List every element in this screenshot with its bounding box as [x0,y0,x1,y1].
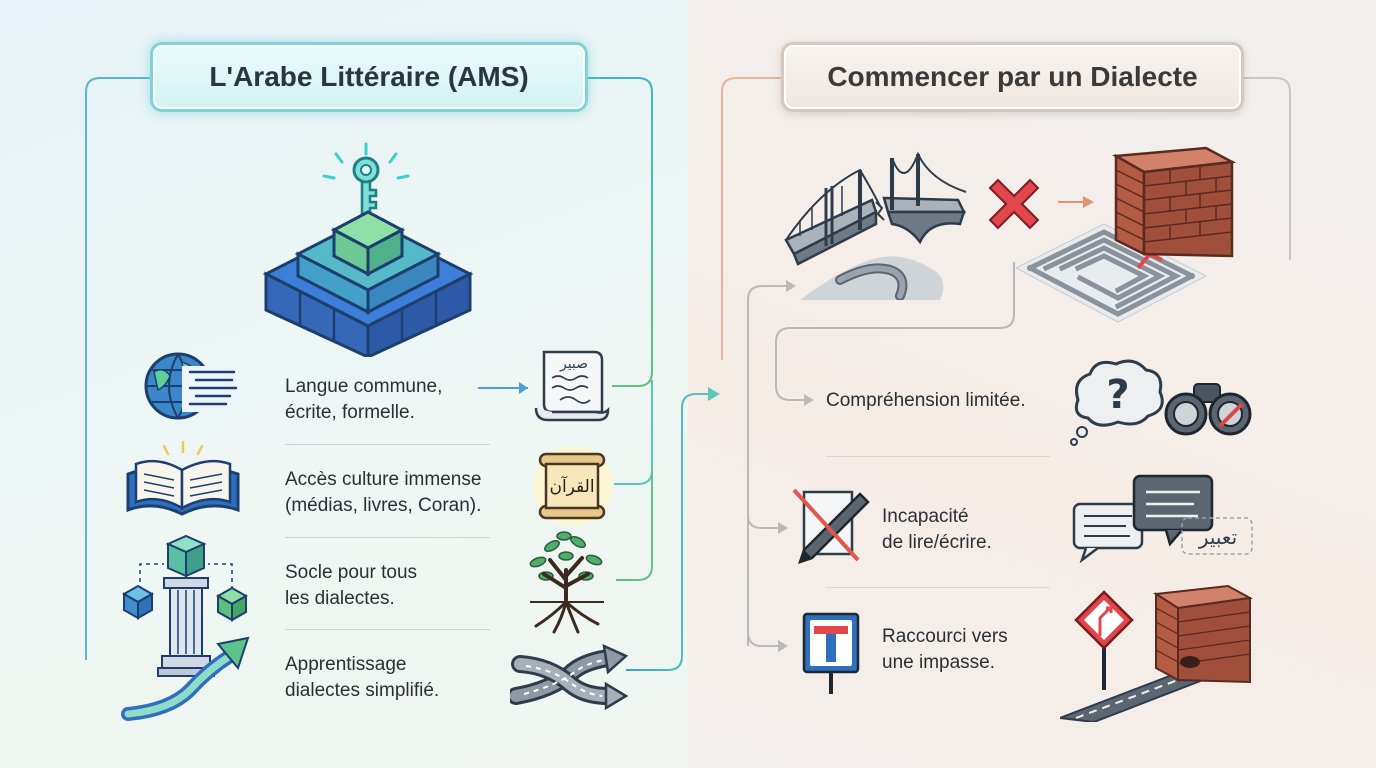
svg-text:?: ? [1106,372,1129,418]
right-item-3: Raccourci vers une impasse. [882,624,1008,676]
left-item-3-line1: Socle pour tous [285,562,418,583]
right-panel [688,0,1376,768]
left-item-4: Apprentissage dialectes simplifié. [285,652,439,704]
quran-arabic-text: القرآن [549,475,594,497]
globe-document-icon [144,352,238,420]
tree-roots-icon [529,531,604,634]
right-item-1-line1: Compréhension limitée. [826,390,1026,411]
left-item-2: Accès culture immense (médias, livres, C… [285,467,481,519]
left-item-2-line2: (médias, livres, Coran). [285,495,482,516]
chat-bubbles-icon: تعبير [1072,474,1253,564]
left-item-3-line2: les dialectes. [285,588,395,609]
right-divider [826,456,1050,457]
left-item-4-line1: Apprentissage [285,654,407,675]
right-item-2-line2: de lire/écrire. [882,532,992,553]
road-wall-sign-icon [1060,584,1254,722]
left-divider [285,629,490,630]
left-item-4-line2: dialectes simplifié. [285,680,440,701]
crossed-pen-icon [792,488,870,564]
broken-bridge-icon [784,151,967,300]
left-item-1-line2: écrite, formelle. [285,402,415,423]
right-divider [826,587,1050,588]
left-divider [285,537,490,538]
right-item-2-line1: Incapacité [882,506,969,527]
left-title: L'Arabe Littéraire (AMS) [150,42,588,112]
right-item-3-line1: Raccourci vers [882,626,1008,647]
left-item-1: Langue commune, écrite, formelle. [285,374,442,426]
open-book-icon [126,440,240,516]
left-divider [285,444,490,445]
right-title: Commencer par un Dialecte [781,42,1244,112]
left-item-1-line1: Langue commune, [285,376,443,397]
question-binoculars-icon: ? [1070,359,1252,446]
bubble-arabic-text: تعبير [1198,525,1237,549]
left-item-3: Socle pour tous les dialectes. [285,560,417,612]
red-cross-icon [988,178,1040,230]
scroll-document-icon: صبير [534,350,610,422]
scroll-arabic-text: صبير [559,356,588,372]
right-item-1: Compréhension limitée. [826,388,1026,414]
left-item-2-line1: Accès culture immense [285,469,482,490]
right-item-2: Incapacité de lire/écrire. [882,504,992,556]
pillar-foundation-icon [121,534,250,721]
wall-maze-icon [1014,146,1237,323]
right-item-3-line2: une impasse. [882,652,996,673]
quran-scroll-icon: القرآن [533,446,613,526]
dead-end-sign-icon [802,612,860,694]
pyramid-key-icon [262,142,474,357]
crossroads-arrows-icon [510,644,628,711]
